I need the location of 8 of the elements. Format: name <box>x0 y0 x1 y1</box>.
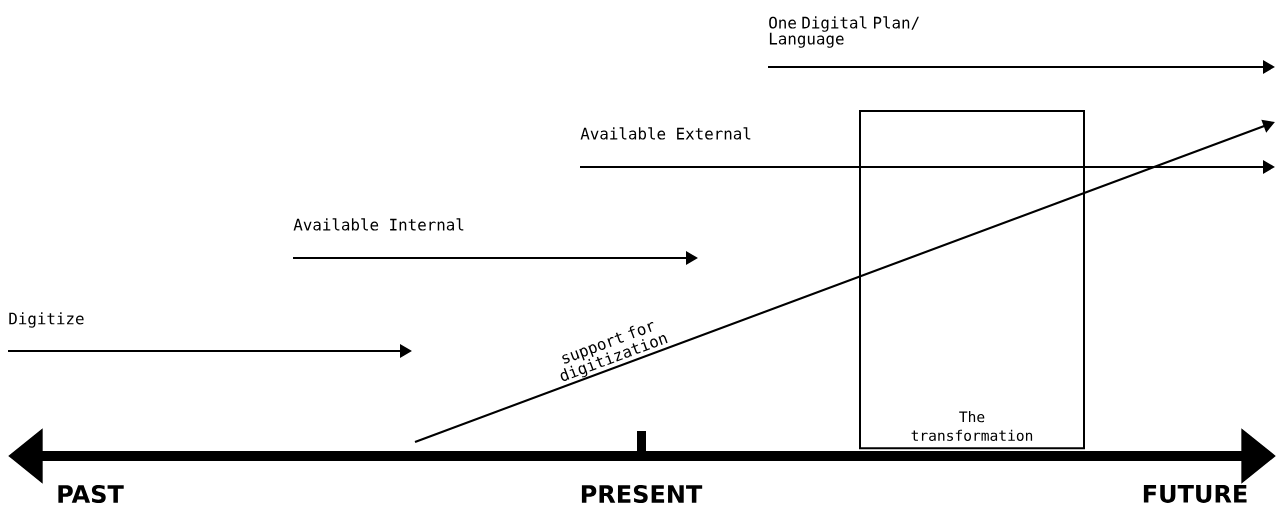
timeline-label: PAST <box>58 484 124 504</box>
stage-label: Digitize <box>9 312 84 328</box>
timeline-label: PRESENT <box>581 484 703 504</box>
timeline-label: FUTURE <box>1143 485 1247 503</box>
stage-label: One Digital Plan/ Language <box>769 16 919 48</box>
stage-label: Available Internal <box>293 218 464 231</box>
phase-box: The transformation <box>859 110 1085 450</box>
stage-label: Available External <box>580 127 751 140</box>
